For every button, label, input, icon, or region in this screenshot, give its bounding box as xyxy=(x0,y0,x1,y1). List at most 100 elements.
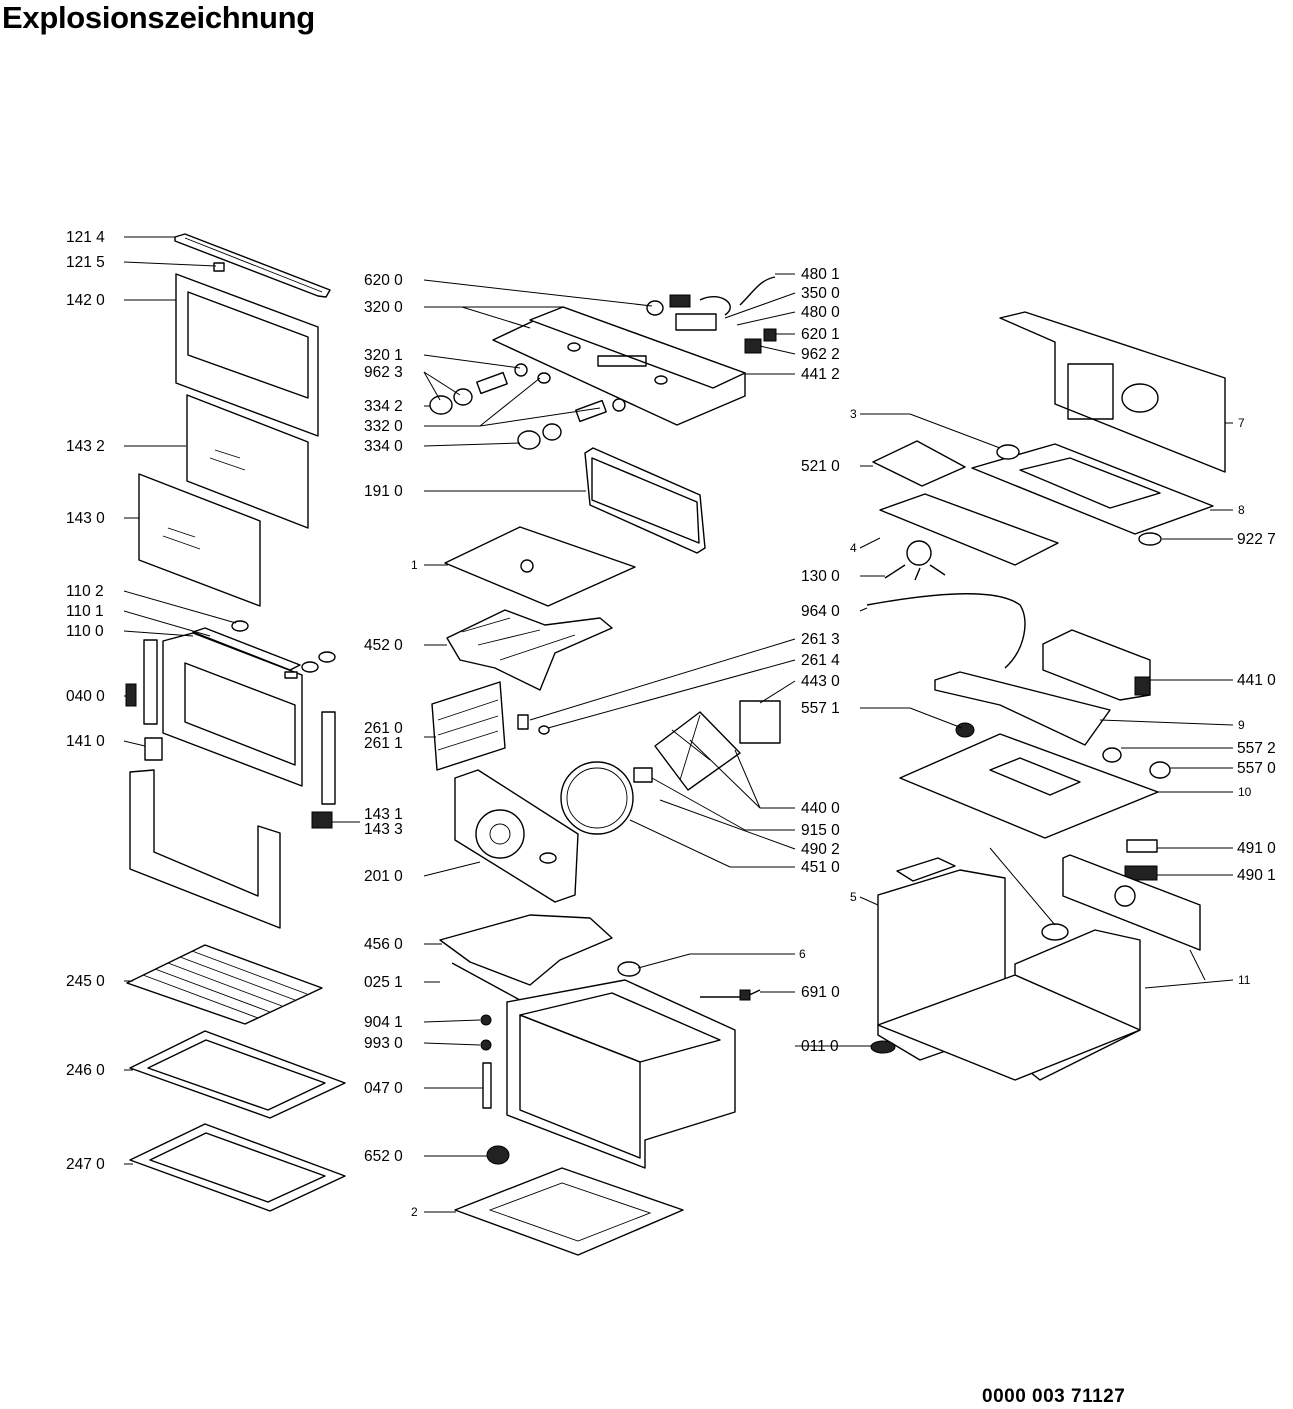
label-1430: 143 0 xyxy=(66,510,105,527)
leader-lines xyxy=(123,236,1234,1213)
back-panel-top xyxy=(999,311,1226,473)
label-5210: 521 0 xyxy=(801,458,840,475)
label-3201: 320 1 xyxy=(364,347,403,364)
label-4: 4 xyxy=(850,541,857,555)
label-3200: 320 0 xyxy=(364,299,403,316)
top-seal-2 xyxy=(1138,532,1162,546)
element-bracket xyxy=(517,714,550,735)
fan-housing-plate xyxy=(879,493,1059,566)
control-board xyxy=(646,276,777,354)
label-4801: 480 1 xyxy=(801,266,840,283)
label-4902: 490 2 xyxy=(801,841,840,858)
control-panel xyxy=(492,306,746,426)
label-2450: 245 0 xyxy=(66,973,105,990)
label-9640: 964 0 xyxy=(801,603,840,620)
label-4560: 456 0 xyxy=(364,936,403,953)
outer-door-glass xyxy=(175,273,319,437)
page-title: Explosionszeichnung xyxy=(2,0,315,35)
trim-clip xyxy=(213,262,225,272)
label-1420: 142 0 xyxy=(66,292,105,309)
label-1214: 121 4 xyxy=(66,229,105,246)
label-9: 9 xyxy=(1238,718,1245,732)
door-seal xyxy=(129,769,281,929)
label-0400: 040 0 xyxy=(66,688,105,705)
hinge-left xyxy=(125,639,163,761)
door-gasket xyxy=(584,447,706,554)
label-4520: 452 0 xyxy=(364,637,403,654)
oven-cavity xyxy=(506,979,736,1169)
label-5570: 557 0 xyxy=(1237,760,1276,777)
label-8: 8 xyxy=(1238,503,1245,517)
cooling-fan-unit xyxy=(1042,629,1151,701)
label-3340: 334 0 xyxy=(364,438,403,455)
label-4430: 443 0 xyxy=(801,673,840,690)
label-2614: 261 4 xyxy=(801,652,840,669)
label-1: 1 xyxy=(411,558,418,572)
label-2613: 261 3 xyxy=(801,631,840,648)
label-1102: 110 2 xyxy=(66,583,104,600)
labels-center: 620 0 320 0 320 1 962 3 334 2 332 0 334 … xyxy=(364,272,418,1219)
labels-left: 121 4 121 5 142 0 143 2 143 0 110 2 110 … xyxy=(66,229,403,1173)
fan-spacer xyxy=(633,767,653,783)
cooling-fan xyxy=(884,540,946,581)
control-knobs xyxy=(429,363,626,450)
label-6520: 652 0 xyxy=(364,1148,403,1165)
hinge-right xyxy=(311,711,336,829)
label-7: 7 xyxy=(1238,416,1245,430)
baking-tray xyxy=(129,1030,346,1119)
top-seal xyxy=(996,444,1020,460)
cabinet-foot xyxy=(870,1040,896,1054)
label-5571: 557 1 xyxy=(801,700,840,717)
label-4410: 441 0 xyxy=(1237,672,1276,689)
label-1410: 141 0 xyxy=(66,733,105,750)
label-1910: 191 0 xyxy=(364,483,403,500)
label-9227: 922 7 xyxy=(1237,531,1276,548)
label-6910: 691 0 xyxy=(801,984,840,1001)
label-10: 10 xyxy=(1238,785,1252,799)
label-3342: 334 2 xyxy=(364,398,403,415)
label-0110: 011 0 xyxy=(801,1038,839,1055)
terminal-blocks xyxy=(1124,839,1158,881)
label-4412: 441 2 xyxy=(801,366,840,383)
grill-element xyxy=(446,609,613,691)
label-4400: 440 0 xyxy=(801,800,840,817)
label-9930: 993 0 xyxy=(364,1035,403,1052)
air-duct xyxy=(934,671,1111,746)
label-1432: 143 2 xyxy=(66,438,105,455)
electronic-board xyxy=(872,440,966,487)
drip-pan xyxy=(129,1123,346,1212)
insulation-plate xyxy=(899,733,1159,839)
middle-door-glass xyxy=(138,473,261,607)
label-4800: 480 0 xyxy=(801,304,840,321)
label-6200: 620 0 xyxy=(364,272,403,289)
circular-element xyxy=(560,761,634,835)
label-0470: 047 0 xyxy=(364,1080,403,1097)
wire-rack xyxy=(126,944,323,1025)
cavity-lamp xyxy=(617,961,641,977)
label-1101: 110 1 xyxy=(66,603,104,620)
top-plate xyxy=(971,443,1214,535)
label-2470: 247 0 xyxy=(66,1156,105,1173)
oven-bottom-plate xyxy=(454,1167,684,1256)
label-5572: 557 2 xyxy=(1237,740,1276,757)
door-top-trim xyxy=(174,233,331,298)
label-4510: 451 0 xyxy=(801,859,840,876)
label-2: 2 xyxy=(411,1205,418,1219)
fan-cover xyxy=(454,769,579,903)
label-2610: 261 0 xyxy=(364,720,403,737)
label-9623: 962 3 xyxy=(364,364,403,381)
inner-door-glass xyxy=(186,394,309,529)
base-plate xyxy=(877,974,1141,1081)
label-4910: 491 0 xyxy=(1237,840,1276,857)
label-9622: 962 2 xyxy=(801,346,840,363)
label-1215: 121 5 xyxy=(66,254,105,271)
labels-right: 3 7 521 0 8 922 7 4 130 0 964 0 441 0 9 … xyxy=(801,407,1276,987)
document-number: 0000 003 71127 xyxy=(982,1386,1126,1407)
label-1431: 143 1 xyxy=(364,806,403,823)
connecting-tube xyxy=(866,593,1026,669)
bottom-heating-element xyxy=(439,914,613,986)
label-3320: 332 0 xyxy=(364,418,403,435)
thermostat-parts xyxy=(480,1014,510,1165)
label-2010: 201 0 xyxy=(364,868,403,885)
label-0251: 025 1 xyxy=(364,974,403,991)
